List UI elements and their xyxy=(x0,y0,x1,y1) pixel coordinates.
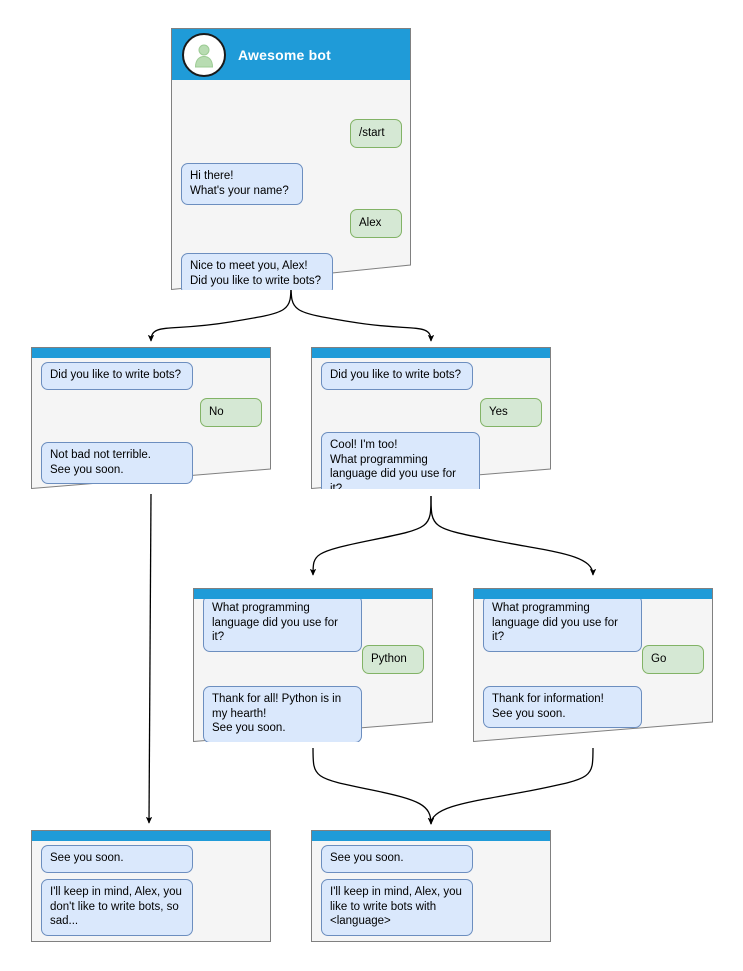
card-body: What programming language did you use fo… xyxy=(474,599,712,742)
message-bubble-bot: I'll keep in mind, Alex, you like to wri… xyxy=(321,879,473,936)
card-header xyxy=(312,831,550,841)
card-body: See you soon. I'll keep in mind, Alex, y… xyxy=(32,841,270,942)
message-bubble-user: Yes xyxy=(480,398,542,427)
card-body: See you soon. I'll keep in mind, Alex, y… xyxy=(312,841,550,942)
card-body: What programming language did you use fo… xyxy=(194,599,432,742)
card-go-branch[interactable]: What programming language did you use fo… xyxy=(473,588,713,742)
card-yes-branch[interactable]: Did you like to write bots? Yes Cool! I'… xyxy=(311,347,551,489)
message-bubble-bot: See you soon. xyxy=(41,845,193,873)
message-bubble-bot: Did you like to write bots? xyxy=(321,362,473,390)
message-bubble-bot: Did you like to write bots? xyxy=(41,362,193,390)
card-header xyxy=(474,589,712,599)
card-body: Did you like to write bots? No Not bad n… xyxy=(32,358,270,489)
edge-root-to-yes xyxy=(290,281,435,342)
edge-python-to-end-yes xyxy=(312,747,435,825)
card-python-branch[interactable]: What programming language did you use fo… xyxy=(193,588,433,742)
message-bubble-bot: Cool! I'm too! What programming language… xyxy=(321,432,480,489)
message-bubble-user: /start xyxy=(350,119,402,148)
message-bubble-user: Python xyxy=(362,645,424,674)
message-bubble-bot: See you soon. xyxy=(321,845,473,873)
message-bubble-bot: Nice to meet you, Alex! Did you like to … xyxy=(181,253,333,290)
card-header-root: Awesome bot xyxy=(172,29,410,80)
edge-no-to-end-no xyxy=(145,493,153,824)
card-header xyxy=(194,589,432,599)
edge-go-to-end-yes xyxy=(427,747,594,825)
message-bubble-user: No xyxy=(200,398,262,427)
message-bubble-bot: Thank for information! See you soon. xyxy=(483,686,642,728)
edge-yes-to-python xyxy=(309,495,432,576)
message-bubble-bot: What programming language did you use fo… xyxy=(483,599,642,652)
bot-title: Awesome bot xyxy=(238,46,331,63)
person-avatar-icon xyxy=(182,32,226,77)
card-body-root: /start Hi there! What's your name? Alex … xyxy=(172,79,410,290)
card-body: Did you like to write bots? Yes Cool! I'… xyxy=(312,358,550,489)
edge-yes-to-go xyxy=(430,495,597,576)
card-header xyxy=(32,831,270,841)
card-end-yes[interactable]: See you soon. I'll keep in mind, Alex, y… xyxy=(311,830,551,942)
message-bubble-bot: I'll keep in mind, Alex, you don't like … xyxy=(41,879,193,936)
card-header xyxy=(312,348,550,358)
message-bubble-bot: Hi there! What's your name? xyxy=(181,163,303,205)
message-bubble-bot: Not bad not terrible. See you soon. xyxy=(41,442,193,484)
message-bubble-bot: What programming language did you use fo… xyxy=(203,599,362,652)
message-bubble-user: Go xyxy=(642,645,704,674)
card-root[interactable]: Awesome bot /start Hi there! What's your… xyxy=(171,28,411,290)
message-bubble-bot: Thank for all! Python is in my hearth! S… xyxy=(203,686,362,742)
card-no-branch[interactable]: Did you like to write bots? No Not bad n… xyxy=(31,347,271,489)
card-header xyxy=(32,348,270,358)
card-end-no[interactable]: See you soon. I'll keep in mind, Alex, y… xyxy=(31,830,271,942)
message-bubble-user: Alex xyxy=(350,209,402,238)
edge-root-to-no xyxy=(147,281,292,342)
